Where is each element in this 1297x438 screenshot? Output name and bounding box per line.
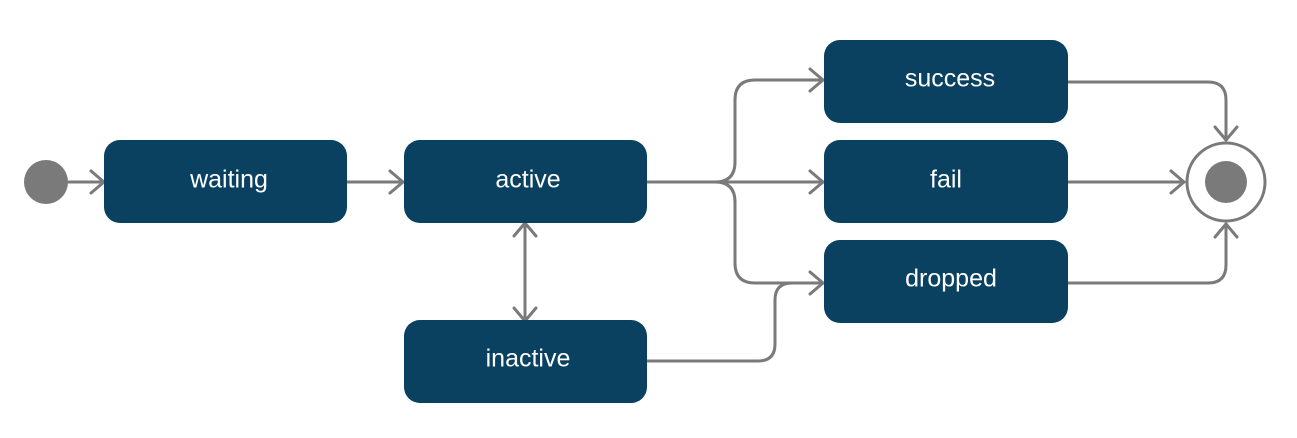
state-dropped-label: dropped — [905, 265, 997, 293]
final-state-node — [1185, 141, 1267, 223]
state-waiting[interactable]: waiting — [104, 140, 347, 223]
state-active[interactable]: active — [404, 140, 647, 223]
state-fail-label: fail — [930, 166, 962, 194]
state-inactive-label: inactive — [486, 345, 571, 373]
transition-fail-to-final — [1066, 169, 1186, 195]
transition-inactive-to-dropped — [645, 281, 825, 363]
state-inactive[interactable]: inactive — [404, 320, 647, 403]
transition-success-to-final — [1066, 80, 1239, 142]
transition-waiting-to-active — [345, 169, 405, 195]
transition-dropped-to-final — [1066, 222, 1239, 285]
transition-initial-to-waiting — [66, 169, 106, 195]
state-success[interactable]: success — [824, 40, 1068, 123]
state-fail[interactable]: fail — [824, 140, 1068, 223]
state-dropped[interactable]: dropped — [824, 240, 1068, 323]
state-waiting-label: waiting — [189, 166, 268, 194]
final-state-core — [1205, 161, 1247, 203]
initial-state-node — [24, 160, 68, 204]
transition-active-to-dropped — [645, 180, 825, 296]
transition-active-to-success — [645, 67, 825, 184]
transitions — [66, 67, 1239, 363]
state-active-label: active — [495, 166, 560, 194]
state-success-label: success — [905, 65, 995, 93]
transition-active-inactive — [512, 221, 538, 323]
